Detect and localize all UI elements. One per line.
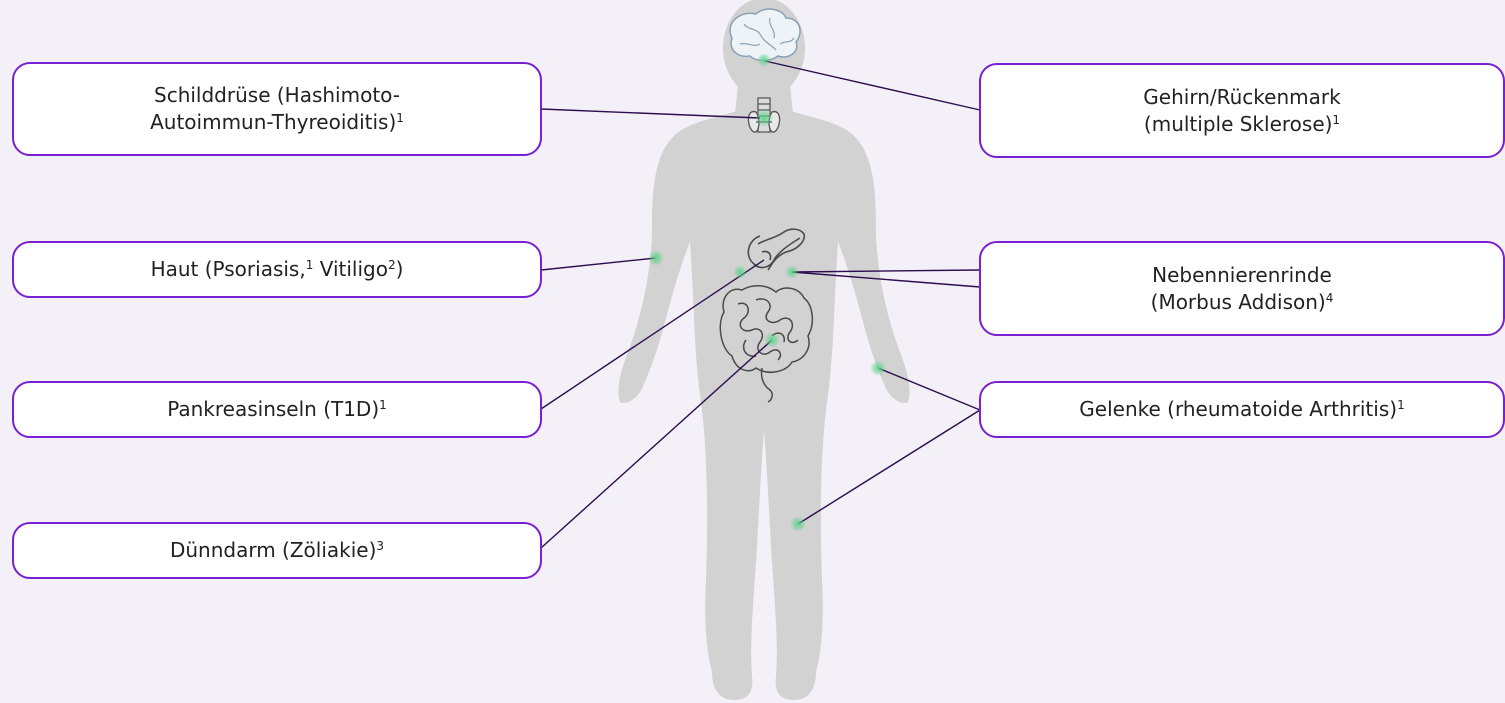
highlight-skin bbox=[648, 250, 664, 266]
connector-joints-knee bbox=[798, 410, 980, 524]
label-skin-ref2: 2 bbox=[388, 258, 396, 272]
highlight-thyroid bbox=[755, 109, 773, 127]
label-thyroid-line1: Schilddrüse (Hashimoto- bbox=[150, 82, 404, 109]
label-pancreas: Pankreasinseln (T1D)1 bbox=[12, 381, 542, 438]
highlight-brain bbox=[757, 53, 771, 67]
label-adrenal-line1: Nebennierenrinde bbox=[1151, 262, 1334, 289]
label-thyroid-line2: Autoimmun-Thyreoiditis) bbox=[150, 110, 396, 134]
highlight-hand bbox=[870, 360, 886, 376]
connector-brain bbox=[765, 61, 980, 110]
label-skin-text3: ) bbox=[396, 257, 404, 281]
label-brain-ref: 1 bbox=[1332, 113, 1340, 127]
label-thyroid: Schilddrüse (Hashimoto- Autoimmun-Thyreo… bbox=[12, 62, 542, 156]
highlight-knee bbox=[790, 516, 806, 532]
label-pancreas-text: Pankreasinseln (T1D) bbox=[167, 397, 379, 421]
highlight-intestine bbox=[764, 332, 780, 348]
label-adrenal: Nebennierenrinde (Morbus Addison)4 bbox=[979, 241, 1505, 336]
highlight-pancreas bbox=[733, 265, 747, 279]
label-skin-text2: Vitiligo bbox=[313, 257, 388, 281]
label-adrenal-ref: 4 bbox=[1326, 291, 1334, 305]
label-brain-line2: (multiple Sklerose) bbox=[1144, 112, 1333, 136]
label-skin: Haut (Psoriasis,1 Vitiligo2) bbox=[12, 241, 542, 298]
connector-skin bbox=[541, 258, 656, 270]
label-skin-text: Haut (Psoriasis, bbox=[151, 257, 306, 281]
label-intestine-text: Dünndarm (Zöliakie) bbox=[170, 538, 376, 562]
label-joints: Gelenke (rheumatoide Arthritis)1 bbox=[979, 381, 1505, 438]
highlight-adrenal bbox=[785, 265, 799, 279]
label-pancreas-ref: 1 bbox=[379, 398, 387, 412]
label-intestine-ref: 3 bbox=[376, 539, 384, 553]
label-intestine: Dünndarm (Zöliakie)3 bbox=[12, 522, 542, 579]
label-brain-line1: Gehirn/Rückenmark bbox=[1143, 84, 1340, 111]
torso-limbs-shape bbox=[618, 112, 909, 700]
label-adrenal-line2: (Morbus Addison) bbox=[1151, 290, 1326, 314]
label-joints-text: Gelenke (rheumatoide Arthritis) bbox=[1079, 397, 1397, 421]
label-brain: Gehirn/Rückenmark (multiple Sklerose)1 bbox=[979, 63, 1505, 158]
label-thyroid-ref: 1 bbox=[396, 111, 404, 125]
label-joints-ref: 1 bbox=[1397, 398, 1405, 412]
connector-thyroid bbox=[541, 109, 760, 118]
